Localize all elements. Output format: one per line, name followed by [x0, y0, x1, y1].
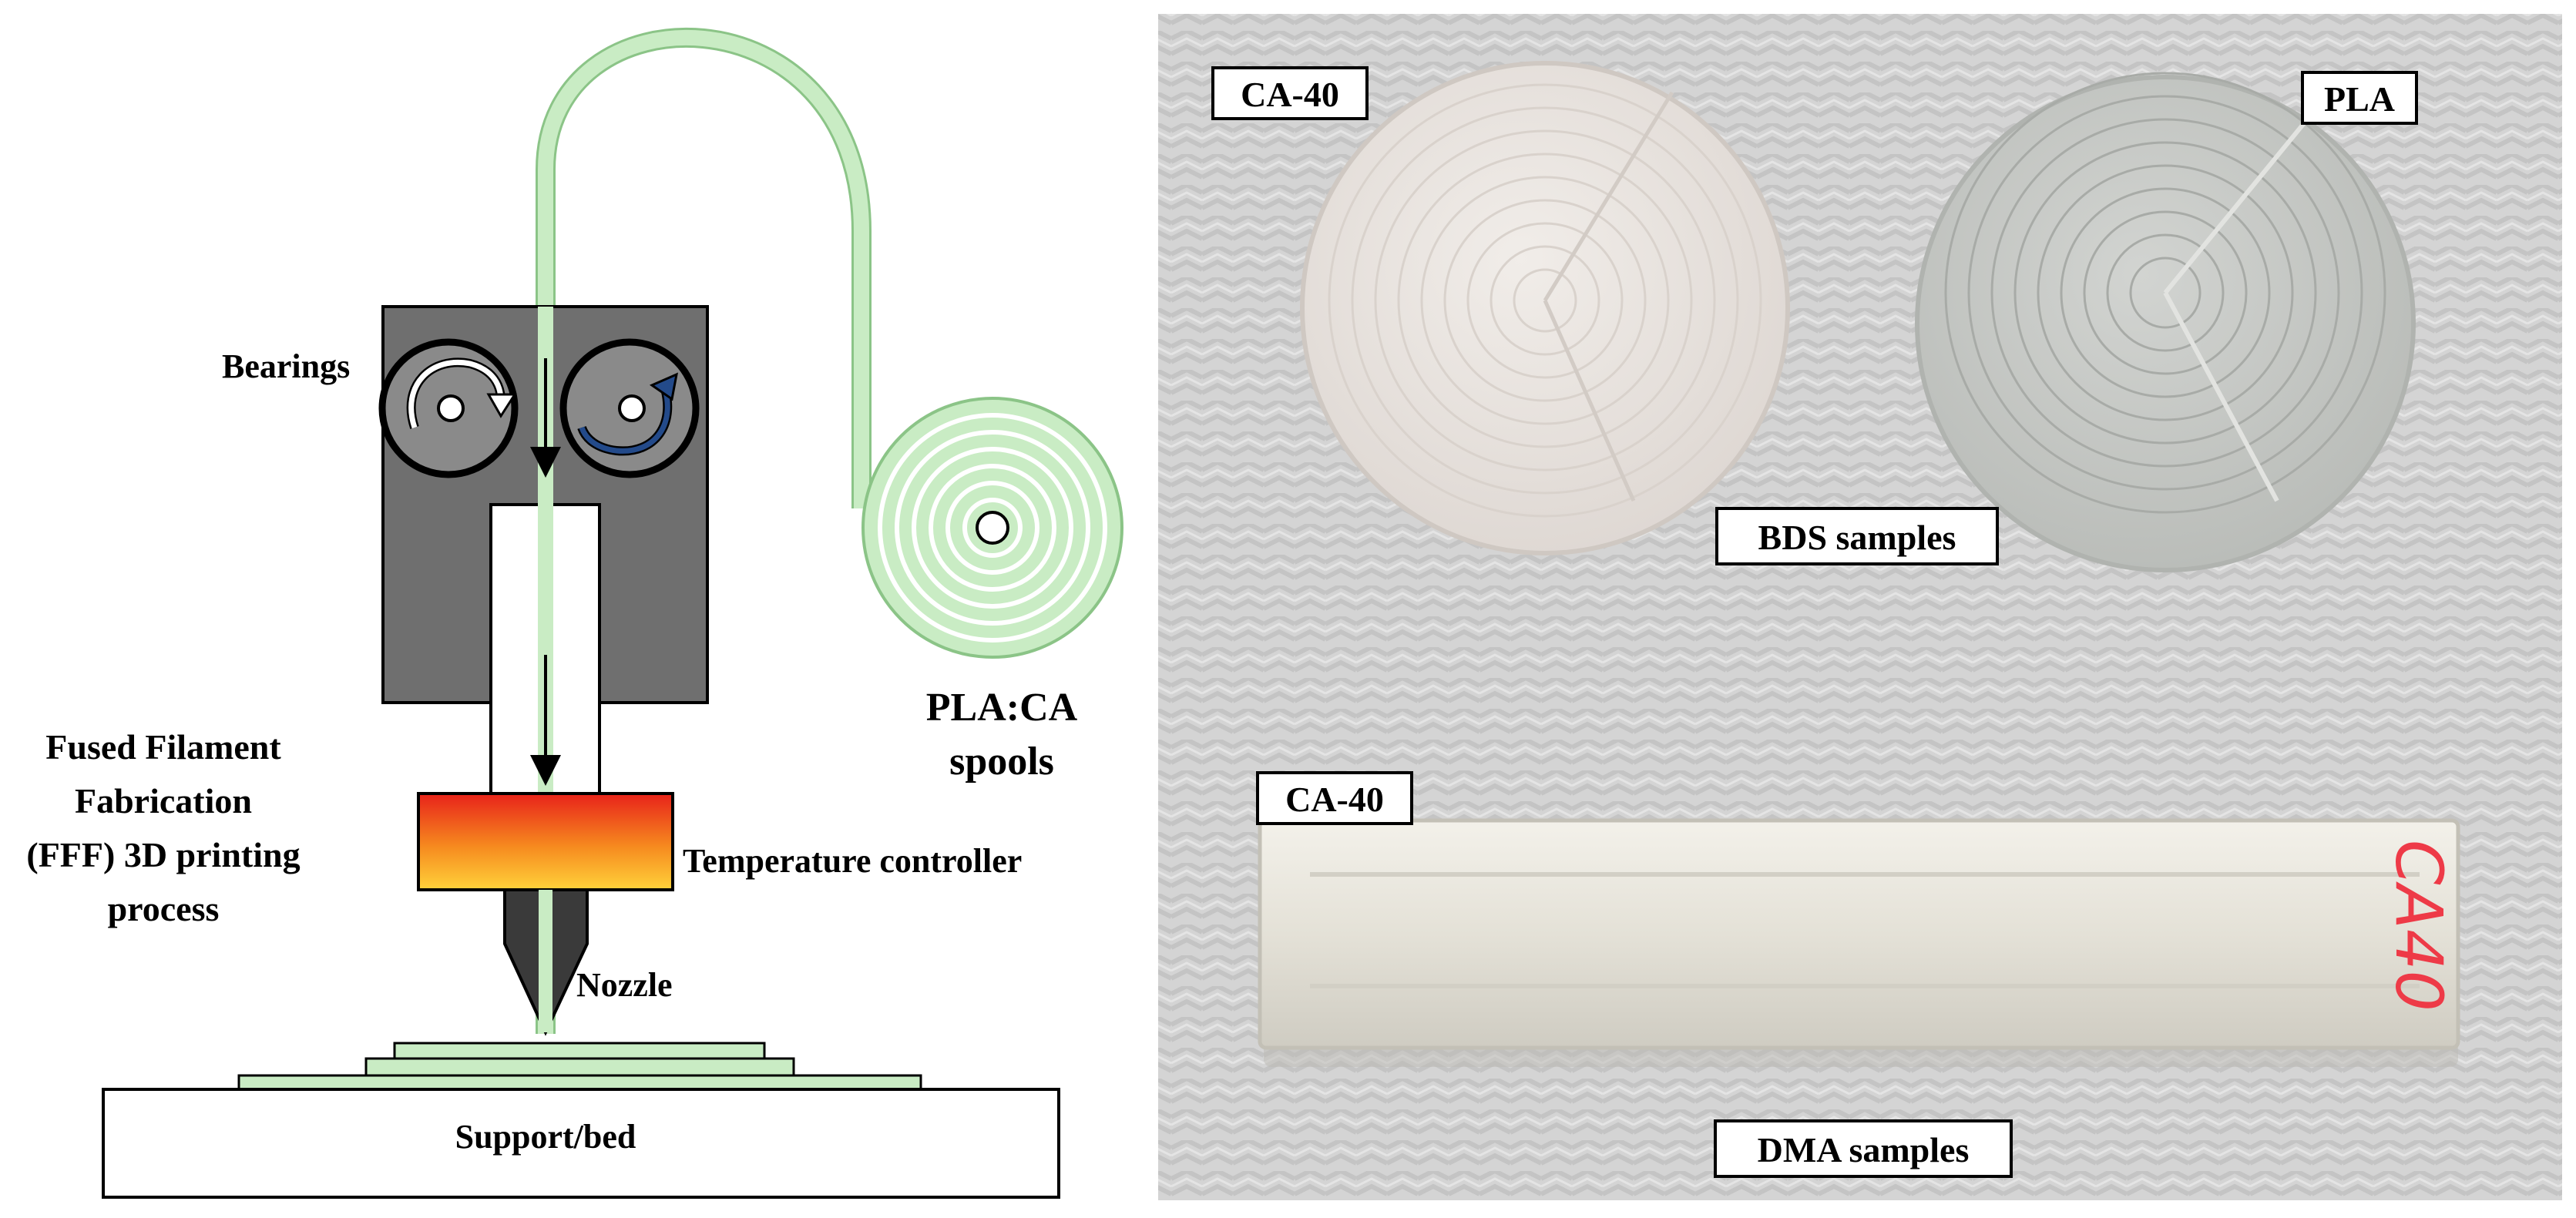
label-box-dma: DMA samples	[1714, 1119, 2013, 1178]
label-box-ca40-disc: CA-40	[1211, 66, 1369, 120]
label-pla-disc: PLA	[2324, 79, 2395, 119]
label-process-line1: Fused Filament	[45, 727, 281, 767]
fff-diagram: Bearings Fused Filament Fabrication (FFF…	[26, 27, 1123, 1199]
label-process-line3: (FFF) 3D printing	[26, 835, 300, 874]
bar-marking: CA40	[2381, 840, 2457, 1012]
sample-photo: CA40 CA-40 PLA BDS samples CA-40 DMA sam…	[1158, 14, 2562, 1200]
label-bds-samples: BDS samples	[1758, 518, 1956, 557]
disc-ca40	[1300, 61, 1790, 555]
label-dma-samples: DMA samples	[1758, 1130, 1970, 1169]
support-bed	[102, 1088, 1060, 1199]
printed-layer-2	[364, 1057, 795, 1077]
label-ca40-bar: CA-40	[1285, 780, 1384, 819]
dma-bar: CA40	[1258, 818, 2460, 1067]
temperature-controller-block	[417, 792, 674, 891]
label-temperature-controller: Temperature controller	[683, 842, 1022, 880]
label-process-line4: process	[108, 889, 220, 928]
label-bearings: Bearings	[222, 347, 350, 385]
label-spool-line1: PLA:CA	[926, 686, 1078, 730]
filament-spool	[861, 397, 1123, 659]
disc-pla	[1915, 72, 2416, 572]
printed-layer-1	[237, 1074, 922, 1091]
label-box-bds: BDS samples	[1715, 507, 1999, 565]
bearing-right	[559, 338, 700, 478]
label-nozzle: Nozzle	[576, 966, 673, 1004]
label-support-bed: Support/bed	[455, 1118, 636, 1156]
label-process-line2: Fabrication	[75, 781, 252, 820]
label-ca40-disc: CA-40	[1241, 75, 1339, 114]
label-spool-line2: spools	[949, 740, 1054, 783]
label-box-pla: PLA	[2301, 71, 2418, 125]
bearing-left	[378, 338, 519, 478]
printed-layer-3	[393, 1042, 766, 1060]
label-box-ca40-bar: CA-40	[1256, 771, 1413, 825]
